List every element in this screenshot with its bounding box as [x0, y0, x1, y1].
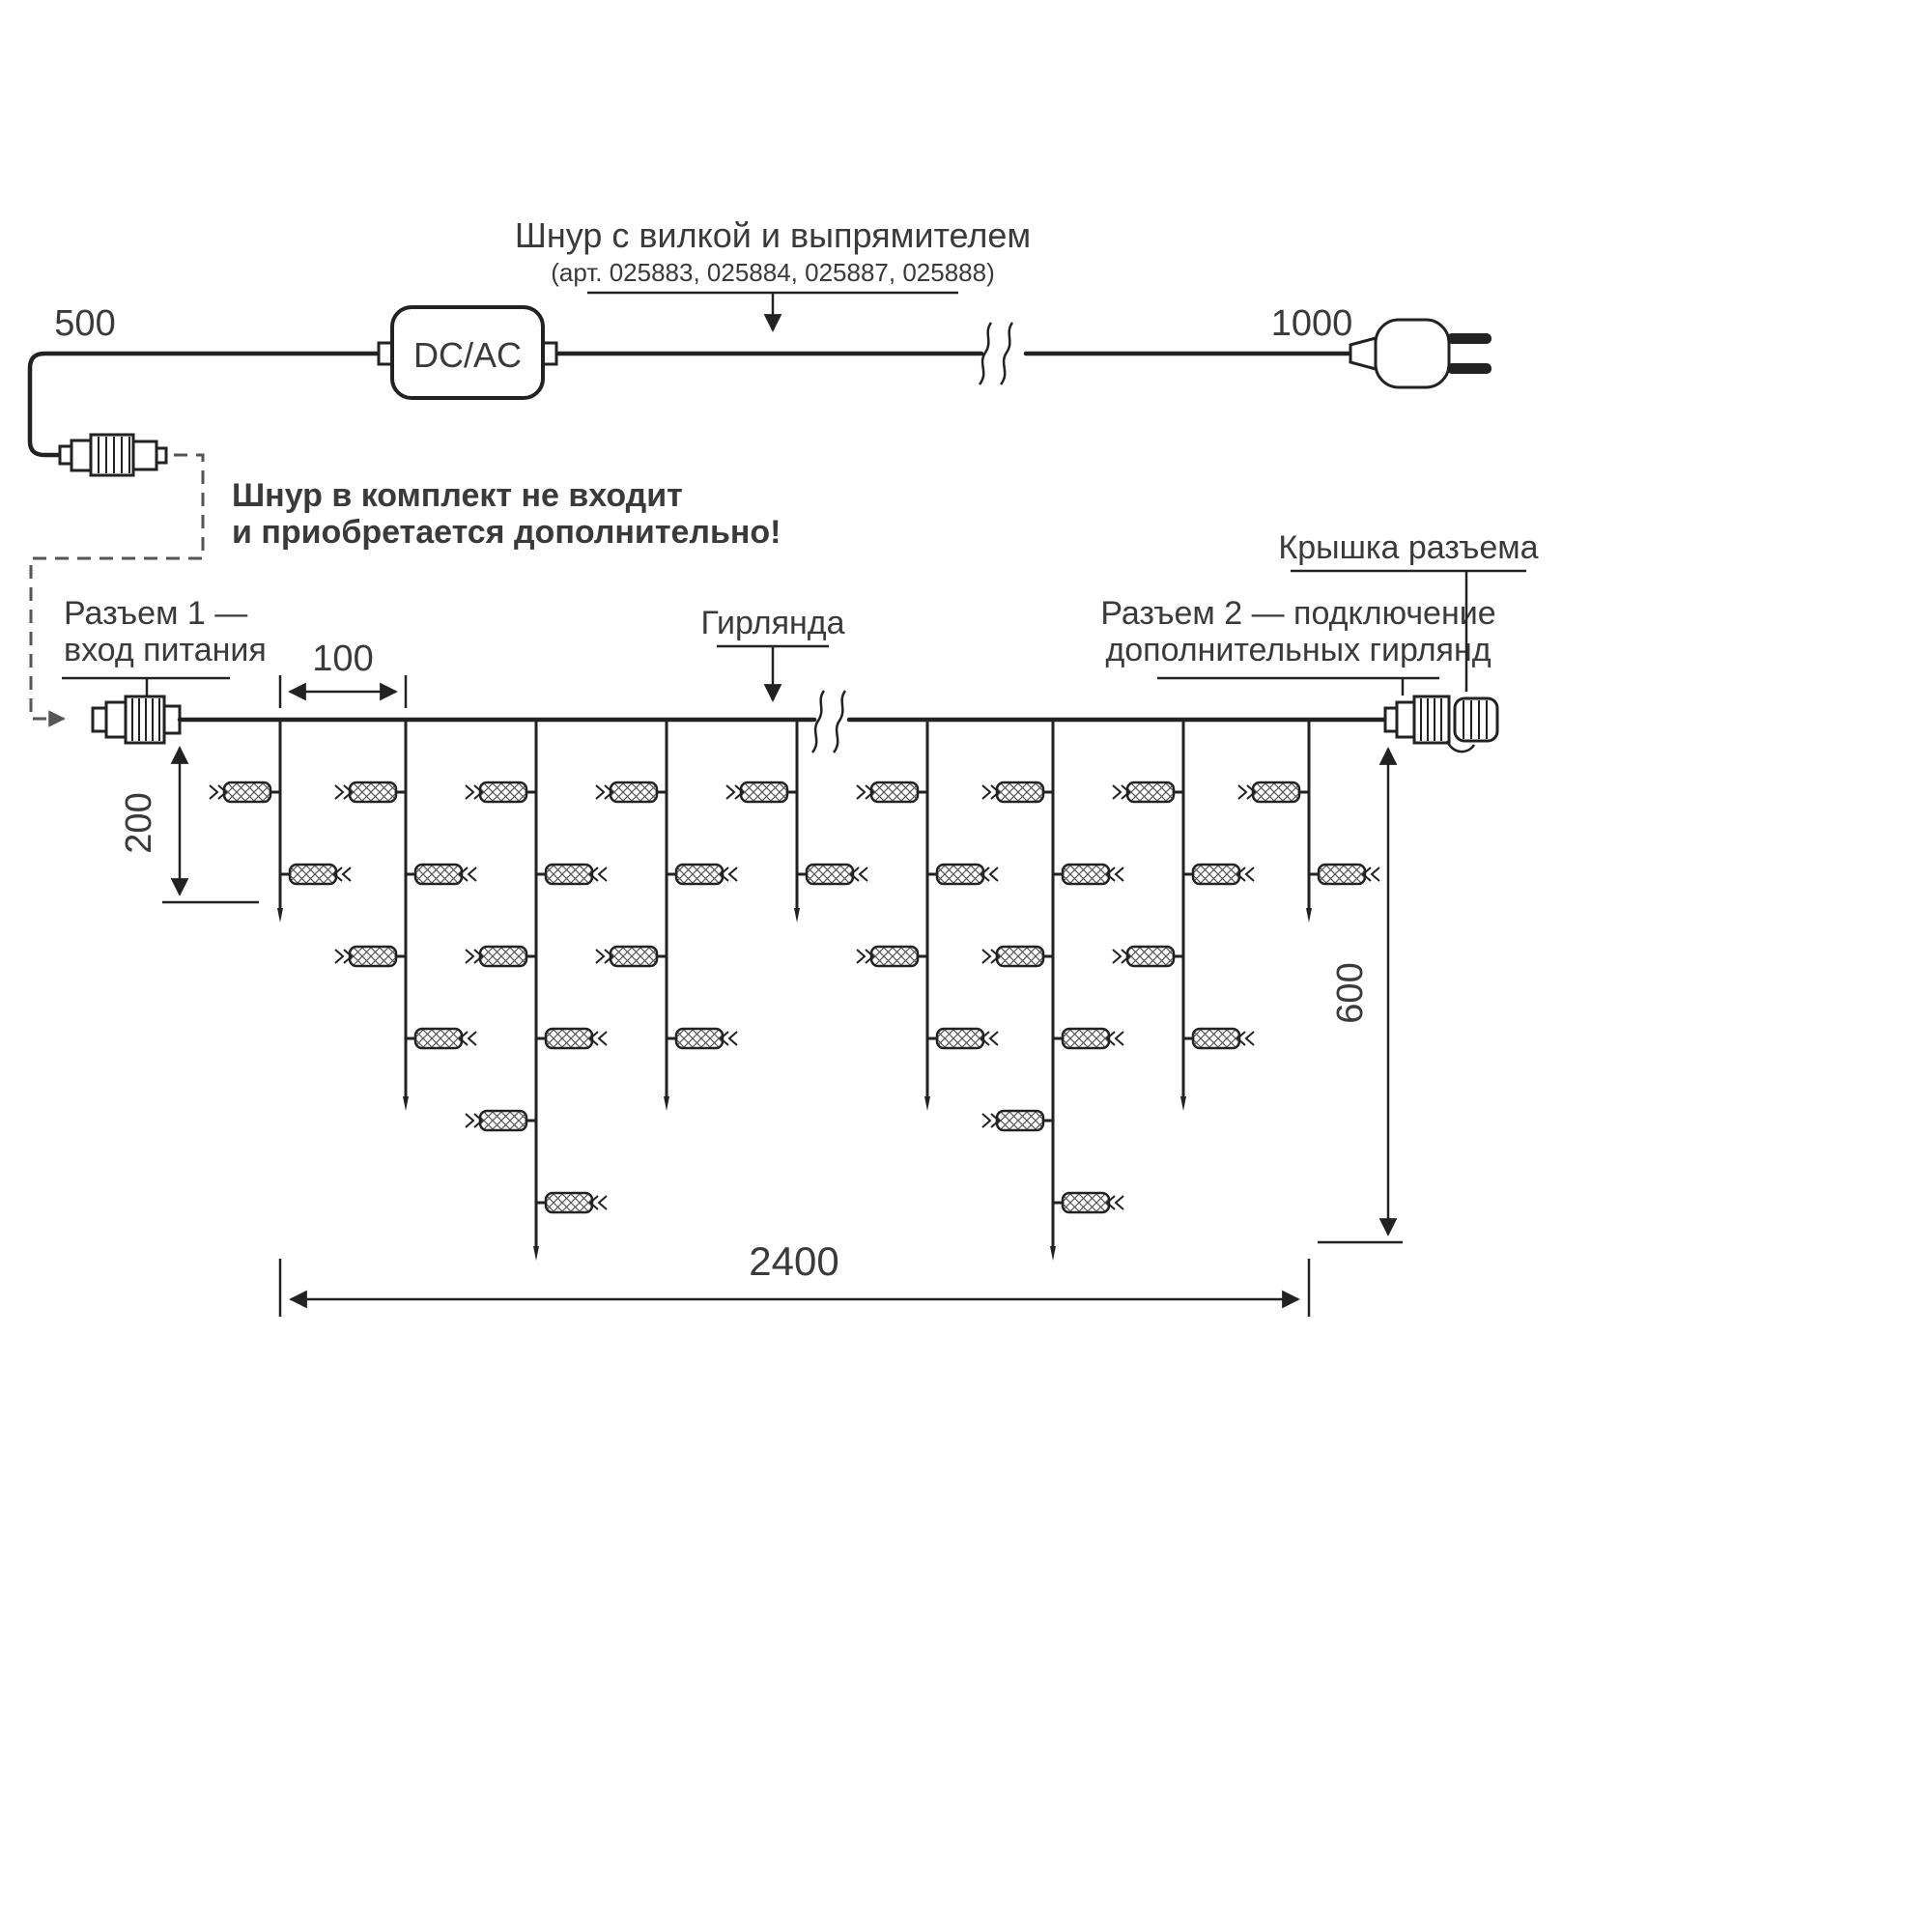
led-bulb-icon: [1236, 781, 1311, 804]
led-bulb-icon: [665, 863, 739, 886]
garland-label: Гирлянда: [700, 605, 844, 641]
dashed-connection-path: [29, 453, 205, 727]
drop-tip: [1180, 1096, 1186, 1111]
led-bulb-icon: [795, 863, 869, 886]
led-bulb-icon: [594, 781, 668, 804]
note-line1: Шнур в комплект не входит: [232, 477, 683, 514]
plug-prong: [1447, 363, 1492, 374]
dim-600-label: 600: [1330, 962, 1371, 1023]
garland-drop: [855, 718, 1000, 1111]
garland-drop: [1236, 718, 1381, 923]
led-bulb-icon: [464, 945, 538, 968]
led-bulb-icon: [464, 781, 538, 804]
garland-drops: [208, 718, 1381, 1261]
not-included-note: Шнур в комплект не входит и приобретаетс…: [29, 453, 781, 727]
dcac-label: DC/AC: [413, 335, 522, 375]
garland-drop: [1111, 718, 1256, 1111]
led-bulb-icon: [1051, 863, 1125, 886]
led-bulb-icon: [1181, 1027, 1256, 1050]
led-bulb-icon: [278, 863, 353, 886]
connector2-label-line2: дополнительных гирлянд: [1105, 632, 1491, 668]
cap-label: Крышка разъема: [1278, 529, 1538, 566]
cap-tether: [1445, 740, 1476, 753]
power-plug: [1349, 318, 1492, 389]
dimensions: 100 200 600 2400: [119, 639, 1403, 1317]
led-bulb-icon: [464, 1109, 538, 1132]
led-bulb-icon: [1051, 1027, 1125, 1050]
note-line2: и приобретается дополнительно!: [232, 514, 781, 551]
connector2-label-line1: Разъем 2 — подключение: [1100, 595, 1495, 632]
garland-drop: [333, 718, 478, 1111]
led-bulb-icon: [1111, 781, 1185, 804]
led-bulb-icon: [925, 1027, 1000, 1050]
cable-break-icon: [810, 690, 847, 753]
callout-labels: Разъем 1 — вход питания Гирлянда Разъем …: [62, 529, 1539, 702]
drop-tip: [924, 1096, 930, 1111]
dim-200-label: 200: [119, 792, 159, 853]
connector1-label-line2: вход питания: [64, 632, 267, 668]
connector-1: [91, 695, 182, 745]
cord-wire-left: [27, 351, 393, 458]
led-bulb-icon: [980, 1109, 1055, 1132]
led-bulb-icon: [534, 1191, 609, 1214]
led-bulb-icon: [333, 945, 408, 968]
dimension-600: 600: [1318, 747, 1403, 1244]
led-bulb-icon: [724, 781, 799, 804]
garland-assembly: [91, 690, 1499, 1261]
dimension-200: 200: [119, 746, 259, 904]
drop-tip: [1306, 908, 1312, 923]
dim-500-label: 500: [54, 303, 115, 344]
garland-drop: [208, 718, 353, 923]
led-bulb-icon: [534, 863, 609, 886]
plug-prong: [1447, 333, 1492, 344]
drop-tip: [664, 1096, 669, 1111]
garland-drop: [980, 718, 1125, 1261]
cord-end-connector: [58, 433, 168, 477]
led-bulb-icon: [925, 863, 1000, 886]
led-bulb-icon: [1181, 863, 1256, 886]
led-bulb-icon: [208, 781, 282, 804]
dimension-100: 100: [278, 639, 408, 708]
connector1-label-line1: Разъем 1 —: [64, 595, 247, 632]
connector-cap: [1445, 696, 1499, 753]
dim-100-label: 100: [312, 639, 373, 679]
garland-drop: [594, 718, 739, 1111]
drop-tip: [277, 908, 283, 923]
led-bulb-icon: [855, 781, 929, 804]
cord-subtitle: (арт. 025883, 025884, 025887, 025888): [551, 258, 995, 287]
led-bulb-icon: [594, 945, 668, 968]
led-bulb-icon: [1111, 945, 1185, 968]
led-bulb-icon: [333, 781, 408, 804]
dc-ac-converter: DC/AC: [377, 305, 558, 400]
led-bulb-icon: [404, 863, 478, 886]
dimension-2400: 2400: [278, 1238, 1311, 1317]
drop-tip: [1050, 1246, 1056, 1261]
led-bulb-icon: [1307, 863, 1381, 886]
led-bulb-icon: [980, 781, 1055, 804]
cable-break-icon: [978, 322, 1014, 385]
led-bulb-icon: [1051, 1191, 1125, 1214]
cord-title: Шнур с вилкой и выпрямителем: [515, 215, 1031, 255]
led-bulb-icon: [534, 1027, 609, 1050]
power-cord-assembly: 500 1000 Шнур с вилкой и выпрямителем (а…: [27, 215, 1492, 477]
connector-2: [1383, 695, 1451, 745]
led-bulb-icon: [855, 945, 929, 968]
drop-tip: [533, 1246, 539, 1261]
drop-tip: [794, 908, 800, 923]
dim-2400-label: 2400: [749, 1238, 838, 1284]
dim-1000-label: 1000: [1271, 303, 1353, 344]
garland-drop: [464, 718, 609, 1261]
led-bulb-icon: [665, 1027, 739, 1050]
garland-drop: [724, 718, 869, 923]
led-bulb-icon: [980, 945, 1055, 968]
led-bulb-icon: [404, 1027, 478, 1050]
drop-tip: [403, 1096, 409, 1111]
